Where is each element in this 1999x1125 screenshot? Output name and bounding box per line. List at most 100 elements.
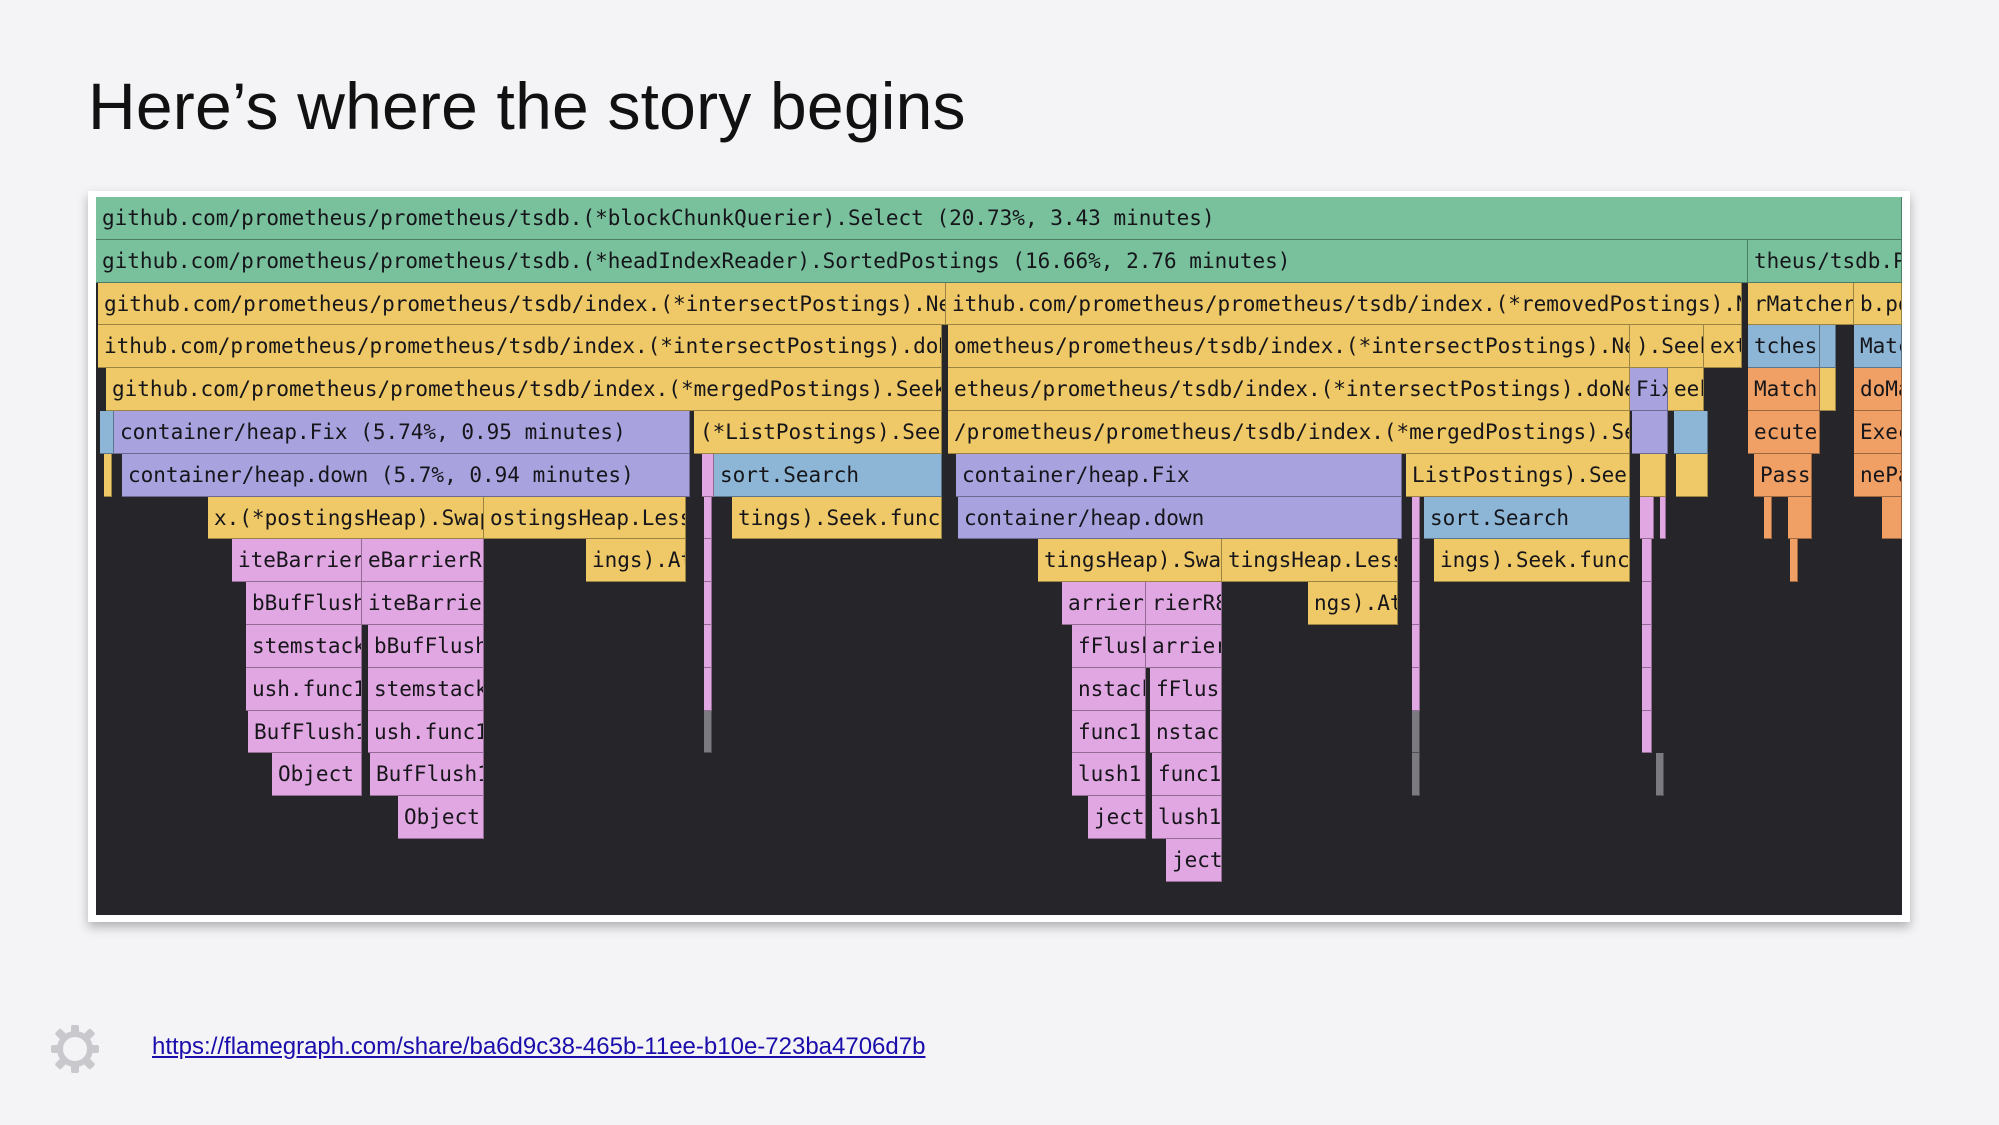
- flame-node[interactable]: [704, 582, 712, 625]
- flame-node[interactable]: tches: [1748, 325, 1820, 369]
- flame-node[interactable]: rMatcher: [1748, 282, 1854, 326]
- flame-node[interactable]: [704, 710, 712, 754]
- flame-node[interactable]: doMa: [1854, 368, 1902, 411]
- flamegraph[interactable]: github.com/prometheus/prometheus/tsdb.(*…: [96, 197, 1902, 915]
- flame-node[interactable]: [1642, 625, 1652, 668]
- flame-node[interactable]: ject: [1166, 839, 1222, 882]
- flame-node[interactable]: [1656, 753, 1664, 797]
- flame-node[interactable]: arrier: [1062, 582, 1146, 625]
- flame-node[interactable]: sort.Search: [1424, 496, 1630, 540]
- flame-node[interactable]: fFlush: [1072, 625, 1146, 668]
- flame-node[interactable]: Object: [398, 796, 484, 839]
- flame-node[interactable]: [1660, 496, 1666, 540]
- flame-node[interactable]: ).Seek: [1630, 325, 1704, 369]
- flame-node[interactable]: ithub.com/prometheus/prometheus/tsdb/ind…: [946, 282, 1742, 326]
- flame-node[interactable]: [1412, 667, 1420, 711]
- flame-node[interactable]: github.com/prometheus/prometheus/tsdb.(*…: [96, 197, 1902, 240]
- flame-node[interactable]: [1676, 453, 1708, 497]
- flame-node[interactable]: [1412, 582, 1420, 625]
- flame-node[interactable]: [1642, 667, 1652, 711]
- flame-node[interactable]: func1: [1152, 753, 1222, 797]
- flame-node[interactable]: [1790, 539, 1798, 583]
- flame-node[interactable]: fFlush: [1150, 667, 1222, 711]
- flame-node[interactable]: [1640, 453, 1666, 497]
- flame-node[interactable]: container/heap.Fix: [956, 453, 1402, 497]
- flame-node[interactable]: iteBarrier: [362, 582, 484, 625]
- flame-node[interactable]: [704, 539, 712, 583]
- flame-node[interactable]: lush1: [1072, 753, 1146, 797]
- flame-node[interactable]: [1640, 496, 1654, 540]
- flame-node[interactable]: ext: [1704, 325, 1742, 369]
- flame-node[interactable]: Object: [272, 753, 362, 797]
- flame-node[interactable]: [1642, 710, 1652, 754]
- flame-node[interactable]: Matc: [1854, 325, 1902, 369]
- flame-node[interactable]: [1412, 753, 1420, 797]
- flame-node[interactable]: github.com/prometheus/prometheus/tsdb/in…: [106, 368, 942, 411]
- flame-node[interactable]: [1764, 496, 1772, 540]
- flame-node[interactable]: [1674, 411, 1708, 454]
- flame-node[interactable]: [1412, 625, 1420, 668]
- flame-node[interactable]: rierR8: [1146, 582, 1222, 625]
- flame-node[interactable]: ListPostings).Seek: [1406, 453, 1630, 497]
- flame-node[interactable]: tings).Seek.func1: [732, 496, 942, 540]
- flame-node[interactable]: tingsHeap.Less: [1222, 539, 1398, 583]
- flame-node[interactable]: nePa: [1854, 453, 1902, 497]
- flame-node[interactable]: b.po: [1854, 282, 1902, 326]
- flame-node[interactable]: github.com/prometheus/prometheus/tsdb.(*…: [96, 239, 1748, 283]
- flame-node[interactable]: sort.Search: [714, 453, 942, 497]
- flame-node[interactable]: arrier: [1146, 625, 1222, 668]
- flame-node[interactable]: Match: [1748, 368, 1820, 411]
- flame-node[interactable]: Fix: [1630, 368, 1668, 411]
- flame-node[interactable]: Pass: [1754, 453, 1812, 497]
- flame-node[interactable]: [1412, 539, 1420, 583]
- flamegraph-share-link[interactable]: https://flamegraph.com/share/ba6d9c38-46…: [152, 1033, 926, 1060]
- flame-node[interactable]: ithub.com/prometheus/prometheus/tsdb/ind…: [98, 325, 942, 369]
- flame-node[interactable]: stemstack: [246, 625, 362, 668]
- flame-node[interactable]: container/heap.down: [958, 496, 1402, 540]
- flame-node[interactable]: [704, 667, 712, 711]
- flame-node[interactable]: [1412, 710, 1420, 754]
- flame-node[interactable]: ometheus/prometheus/tsdb/index.(*interse…: [948, 325, 1630, 369]
- flame-node[interactable]: [1642, 539, 1652, 583]
- flame-node[interactable]: iteBarrier: [232, 539, 362, 583]
- flame-node[interactable]: bBufFlush: [246, 582, 362, 625]
- flame-node[interactable]: theus/tsdb.Pos: [1748, 239, 1902, 283]
- flame-node[interactable]: lush1: [1152, 796, 1222, 839]
- flame-node[interactable]: eBarrierR8: [362, 539, 484, 583]
- flame-node[interactable]: /prometheus/prometheus/tsdb/index.(*merg…: [948, 411, 1630, 454]
- flame-node[interactable]: BufFlush1: [370, 753, 484, 797]
- flame-node[interactable]: ings).Seek.func1: [1434, 539, 1630, 583]
- flame-node[interactable]: eek: [1668, 368, 1704, 411]
- flame-node[interactable]: ostingsHeap.Less: [484, 496, 686, 540]
- flame-node[interactable]: ject: [1088, 796, 1146, 839]
- flame-node[interactable]: stemstack: [368, 667, 484, 711]
- flame-node[interactable]: [704, 625, 712, 668]
- flame-node[interactable]: container/heap.Fix (5.74%, 0.95 minutes): [114, 411, 690, 454]
- flame-node[interactable]: [1820, 368, 1836, 411]
- flame-node[interactable]: [1788, 496, 1812, 540]
- flame-node[interactable]: nstack: [1150, 710, 1222, 754]
- flame-node[interactable]: ngs).At: [1308, 582, 1398, 625]
- flame-node[interactable]: [1882, 496, 1902, 540]
- flame-node[interactable]: [1412, 496, 1420, 540]
- flame-node[interactable]: [100, 411, 114, 454]
- flame-node[interactable]: (*ListPostings).Seek: [694, 411, 942, 454]
- flame-node[interactable]: ush.func1: [368, 710, 484, 754]
- flame-node[interactable]: func1: [1072, 710, 1146, 754]
- flame-node[interactable]: [702, 453, 714, 497]
- flame-node[interactable]: [104, 453, 112, 497]
- flame-node[interactable]: etheus/prometheus/tsdb/index.(*intersect…: [948, 368, 1630, 411]
- flame-node[interactable]: tingsHeap).Swap: [1038, 539, 1222, 583]
- flame-node[interactable]: [1632, 411, 1668, 454]
- flame-node[interactable]: [704, 496, 712, 540]
- flame-node[interactable]: [1642, 582, 1652, 625]
- flame-node[interactable]: nstack: [1072, 667, 1146, 711]
- flame-node[interactable]: bBufFlush: [368, 625, 484, 668]
- flame-node[interactable]: ush.func1: [246, 667, 362, 711]
- flame-node[interactable]: ings).At: [586, 539, 686, 583]
- flame-node[interactable]: [1820, 325, 1836, 369]
- flame-node[interactable]: BufFlush1: [248, 710, 362, 754]
- flame-node[interactable]: container/heap.down (5.7%, 0.94 minutes): [122, 453, 690, 497]
- flame-node[interactable]: github.com/prometheus/prometheus/tsdb/in…: [98, 282, 946, 326]
